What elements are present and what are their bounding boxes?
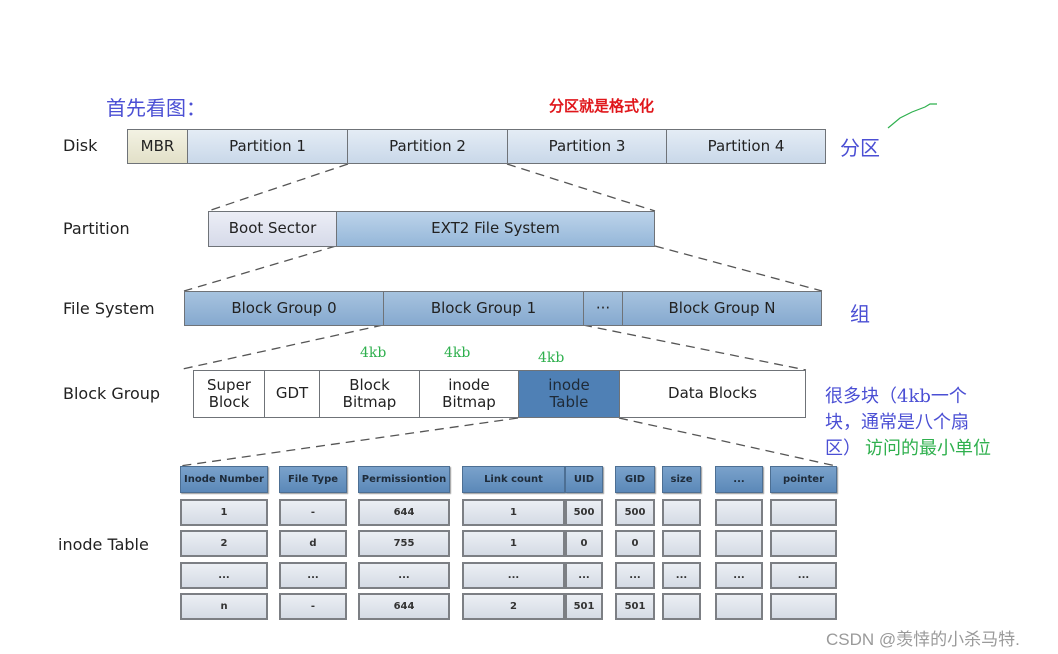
inode-table-cell: 0: [565, 530, 603, 557]
partition-3-segment: Partition 3: [507, 129, 667, 164]
inode-table-cell: [715, 593, 763, 620]
partition-1-segment: Partition 1: [187, 129, 348, 164]
connector-line: [618, 417, 837, 467]
data-blocks-segment: Data Blocks: [619, 370, 806, 418]
inode-table-cell: [770, 530, 837, 557]
inode-table-header-cell: File Type: [279, 466, 347, 493]
gdt-segment: GDT: [264, 370, 320, 418]
green-scribble: [887, 103, 937, 129]
inode-table-header-cell: pointer: [770, 466, 837, 493]
inode-table-cell: ...: [180, 562, 268, 589]
blocks-note-line2: 块，通常是八个扇: [825, 412, 969, 433]
partition-note: 分区: [840, 136, 880, 160]
inode-table-cell: ...: [279, 562, 347, 589]
min-unit-note: 访问的最小单位: [865, 438, 991, 459]
inode-table-header-cell: ...: [715, 466, 763, 493]
mbr-segment: MBR: [127, 129, 188, 164]
inode-table-cell: ...: [358, 562, 450, 589]
inode-table-cell: ...: [565, 562, 603, 589]
inode-table-cell: [770, 593, 837, 620]
group-note: 组: [850, 302, 870, 326]
inode-table-cell: 0: [615, 530, 655, 557]
ellipsis-segment: ···: [583, 291, 623, 326]
inode-table-cell: 755: [358, 530, 450, 557]
inode-table-cell: -: [279, 499, 347, 526]
connector-line: [179, 417, 519, 467]
inode-table-header-cell: GID: [615, 466, 655, 493]
inode-table-cell: 644: [358, 499, 450, 526]
blocks-note-line3-row: 区）访问的最小单位: [825, 436, 991, 462]
inode-table-cell: 2: [462, 593, 565, 620]
disk-label: Disk: [63, 136, 98, 155]
inode-table-cell: [662, 499, 701, 526]
block-group-0-segment: Block Group 0: [184, 291, 384, 326]
connector-line: [183, 245, 337, 292]
inode-table-cell: 644: [358, 593, 450, 620]
super-block-line2: Block: [208, 393, 250, 411]
block-group-n-segment: Block Group N: [622, 291, 822, 326]
inode-table-cell: n: [180, 593, 268, 620]
inode-table-line2: Table: [549, 393, 589, 411]
inode-table-label: inode Table: [58, 535, 149, 554]
connector-line: [654, 245, 823, 292]
inode-table-cell: ...: [662, 562, 701, 589]
block-group-label: Block Group: [63, 384, 161, 403]
super-block-segment: Super Block: [193, 370, 265, 418]
inode-table-cell: ...: [462, 562, 565, 589]
inode-table-size-label: 4kb: [538, 350, 565, 366]
inode-bitmap-segment: inode Bitmap: [419, 370, 519, 418]
connector-line: [207, 163, 349, 212]
inode-table-cell: d: [279, 530, 347, 557]
inode-table-cell: ...: [615, 562, 655, 589]
connector-line: [582, 324, 807, 371]
boot-sector-segment: Boot Sector: [208, 211, 337, 247]
inode-table-header-cell: UID: [565, 466, 603, 493]
inode-bitmap-line2: Bitmap: [442, 393, 496, 411]
inode-table-cell: 500: [565, 499, 603, 526]
inode-bitmap-line1: inode: [448, 375, 490, 394]
inode-table-header-cell: Link count: [462, 466, 565, 493]
inode-table-cell: [662, 530, 701, 557]
super-block-line1: Super: [207, 375, 251, 394]
block-bitmap-segment: Block Bitmap: [319, 370, 420, 418]
inode-table-cell: 1: [180, 499, 268, 526]
file-system-label: File System: [63, 299, 155, 318]
inode-table-header-cell: size: [662, 466, 701, 493]
inode-table-cell: [770, 499, 837, 526]
partition-is-format-note: 分区就是格式化: [549, 97, 655, 115]
inode-table-cell: -: [279, 593, 347, 620]
inode-table-header-cell: Inode Number: [180, 466, 268, 493]
blocks-note-line1: 很多块（4kb一个: [825, 386, 967, 407]
inode-table-cell: 2: [180, 530, 268, 557]
block-bitmap-size-label: 4kb: [360, 345, 387, 361]
blocks-note-line3: 区）: [825, 438, 861, 459]
connector-line: [177, 324, 384, 371]
blocks-note: 很多块（4kb一个 块，通常是八个扇 区）访问的最小单位: [825, 384, 991, 462]
inode-table-header-cell: Permissiontion: [358, 466, 450, 493]
inode-table-cell: 1: [462, 530, 565, 557]
inode-bitmap-size-label: 4kb: [444, 345, 471, 361]
inode-table-cell: ...: [770, 562, 837, 589]
partition-label: Partition: [63, 219, 130, 238]
block-bitmap-line1: Block: [349, 375, 390, 394]
inode-table-cell: 500: [615, 499, 655, 526]
block-group-1-segment: Block Group 1: [383, 291, 584, 326]
inode-table-segment: inode Table: [518, 370, 620, 418]
block-bitmap-line2: Bitmap: [342, 393, 397, 411]
inode-table-cell: [715, 499, 763, 526]
inode-table-cell: 501: [615, 593, 655, 620]
connector-line: [506, 163, 656, 212]
inode-table-cell: [715, 530, 763, 557]
watermark: CSDN @羡悻的小杀马特.: [826, 630, 1020, 649]
intro-note: 首先看图：: [106, 96, 206, 120]
partition-2-segment: Partition 2: [347, 129, 508, 164]
inode-table-cell: [662, 593, 701, 620]
partition-4-segment: Partition 4: [666, 129, 826, 164]
inode-table-line1: inode: [548, 375, 590, 394]
inode-table-cell: 1: [462, 499, 565, 526]
inode-table-cell: ...: [715, 562, 763, 589]
ext2-file-system-segment: EXT2 File System: [336, 211, 655, 247]
inode-table-cell: 501: [565, 593, 603, 620]
